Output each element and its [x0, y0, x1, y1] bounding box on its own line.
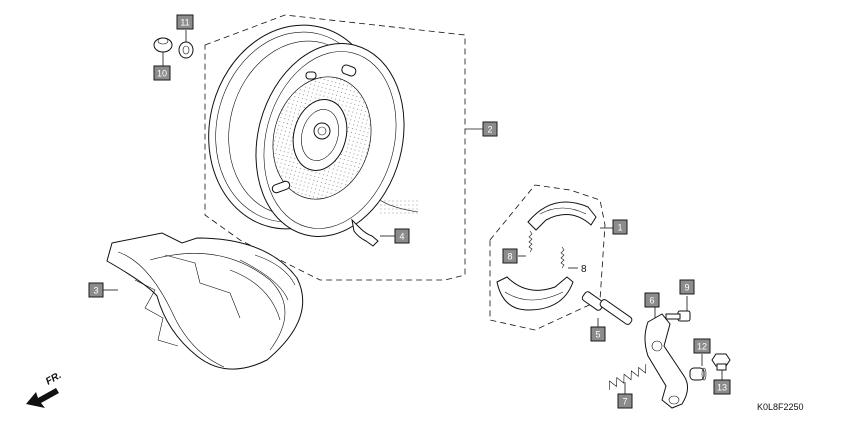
callout-8a: 8: [502, 248, 518, 264]
callout-3: 3: [88, 282, 104, 298]
svg-text:1: 1: [617, 223, 622, 233]
svg-text:5: 5: [595, 330, 600, 340]
callout-2: 2: [482, 121, 498, 137]
tire-drawing: [103, 232, 304, 370]
callout-5: 5: [590, 326, 606, 342]
spring-drawing: [609, 364, 647, 394]
callout-10: 10: [153, 65, 171, 81]
brake-cam-drawing: [581, 291, 633, 327]
callout-11: 11: [176, 14, 194, 30]
svg-text:6: 6: [649, 296, 654, 306]
brake-shoe-drawing: [496, 201, 597, 311]
callout-13: 13: [713, 379, 731, 395]
callout-7: 7: [617, 393, 633, 409]
callout-9: 9: [679, 279, 695, 295]
svg-text:12: 12: [697, 342, 707, 352]
svg-text:10: 10: [157, 69, 167, 79]
direction-label: FR.: [44, 370, 63, 388]
rear-wheel-drawing: [208, 24, 420, 237]
callout-1: 1: [612, 219, 628, 235]
brake-shoe-group-boundary: [489, 184, 606, 331]
callout-12: 12: [693, 338, 711, 354]
callout-6: 6: [644, 292, 660, 308]
svg-text:3: 3: [93, 286, 98, 296]
svg-text:8: 8: [581, 264, 587, 275]
callout-4: 4: [394, 228, 410, 244]
svg-text:9: 9: [684, 283, 689, 293]
svg-text:2: 2: [487, 125, 492, 135]
callout-8b-plain: 8: [581, 264, 587, 275]
valve-drawing: [351, 218, 395, 247]
svg-text:13: 13: [717, 383, 727, 393]
wheel-group-boundary: [204, 14, 466, 281]
brake-arm-drawing: [644, 307, 688, 409]
svg-text:7: 7: [622, 397, 627, 407]
nut-washer-drawing: [153, 30, 194, 66]
bolt-drawing: [665, 296, 691, 322]
front-direction-arrow: [26, 388, 59, 408]
svg-text:8: 8: [507, 252, 512, 262]
drawing-code: K0L8F2250: [757, 402, 804, 412]
collar-capnut-drawing: [689, 353, 731, 381]
svg-text:11: 11: [180, 18, 189, 28]
svg-text:4: 4: [399, 232, 404, 242]
